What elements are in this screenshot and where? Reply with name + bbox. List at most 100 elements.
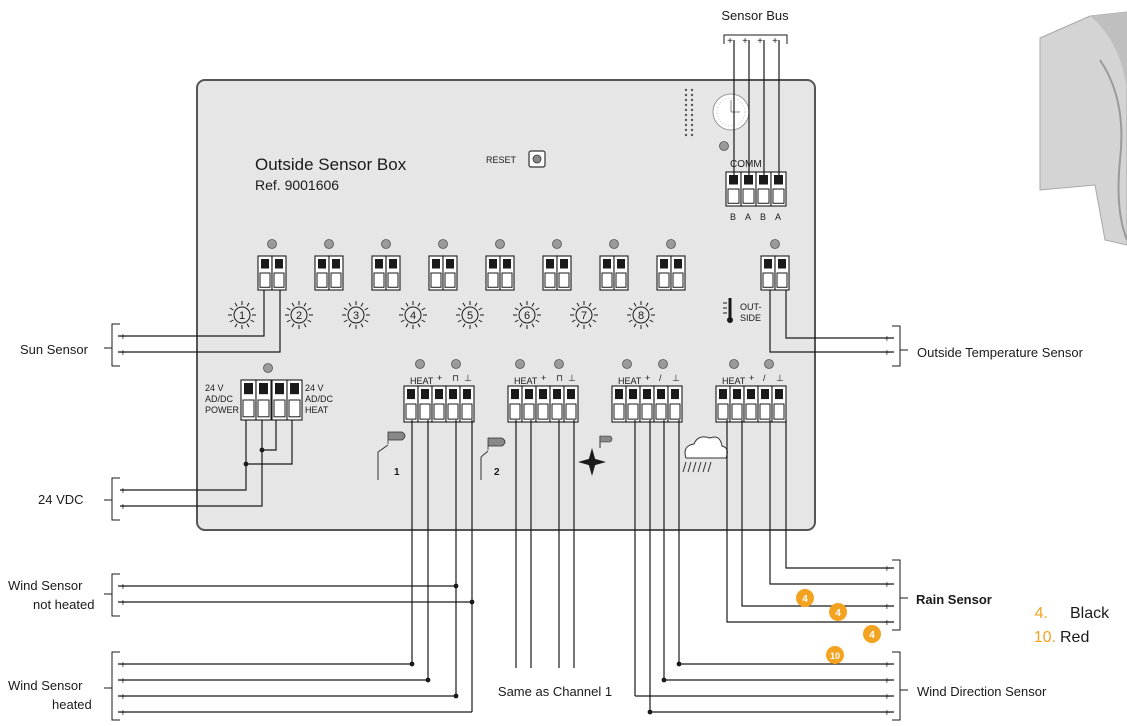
vent-dot xyxy=(684,93,688,97)
vent-dot xyxy=(690,98,694,102)
svg-text:+: + xyxy=(120,502,126,513)
channel-terminal-block xyxy=(428,255,458,291)
svg-text:+: + xyxy=(120,692,126,703)
heat-pin: + xyxy=(541,373,546,383)
channel-number: 6 xyxy=(524,310,530,322)
same-as-channel-label: Same as Channel 1 xyxy=(498,684,612,699)
channel-dial xyxy=(285,301,313,329)
wire-color-marker: 10 xyxy=(826,646,844,664)
channel-number: 4 xyxy=(410,310,416,322)
svg-text:+: + xyxy=(120,660,126,671)
heat-pin: + xyxy=(749,373,754,383)
comm-pin-label: B xyxy=(730,212,736,222)
led-indicator xyxy=(267,239,277,249)
outside-label: SIDE xyxy=(740,313,761,323)
wind-block-number: 2 xyxy=(494,467,500,478)
svg-text:4: 4 xyxy=(802,594,808,605)
svg-text:AD/DC: AD/DC xyxy=(205,394,234,404)
wind-block-number: 1 xyxy=(394,467,400,478)
svg-text:+: + xyxy=(884,692,890,703)
junction-dots xyxy=(647,661,682,715)
channel-number: 7 xyxy=(581,310,587,322)
channel-number: 2 xyxy=(296,310,302,322)
vent-dot xyxy=(684,88,688,92)
svg-text:+: + xyxy=(772,36,778,47)
vent-dot xyxy=(684,103,688,107)
svg-text:24 V: 24 V xyxy=(205,383,224,393)
heat-power-terminal-block xyxy=(271,379,303,421)
heat-label: HEAT xyxy=(410,376,434,386)
wind-heated-wires xyxy=(118,663,472,713)
heat-pin: ⊥ xyxy=(776,373,784,383)
led-indicator xyxy=(552,239,562,249)
led-indicator xyxy=(515,359,525,369)
svg-text:+: + xyxy=(120,486,126,497)
sensor-bus-wires xyxy=(733,40,780,180)
outside-label: OUT- xyxy=(740,302,762,312)
outside-temp-connector xyxy=(892,325,908,367)
wind-heated-label: Wind Sensor xyxy=(8,678,83,693)
wire-color-marker: 4 xyxy=(863,625,881,643)
wind-not-heated-connector xyxy=(104,573,120,617)
svg-text:+: + xyxy=(120,348,126,359)
vent-dot xyxy=(684,118,688,122)
channel-terminal-block xyxy=(599,255,629,291)
sensor-terminal-groups xyxy=(403,359,787,423)
power-label: 24 V AD/DC POWER xyxy=(205,383,240,415)
wind-heated-connector xyxy=(104,651,120,721)
junction-dots xyxy=(453,583,475,605)
led-indicator xyxy=(324,239,334,249)
svg-text:+: + xyxy=(742,36,748,47)
wind-direction-connector xyxy=(892,651,908,721)
svg-text:+: + xyxy=(884,708,890,719)
clock-icon xyxy=(712,93,750,131)
led-indicator xyxy=(666,239,676,249)
heat-pin: ⊥ xyxy=(464,373,472,383)
channel-terminal-block xyxy=(656,255,686,291)
vent-dot xyxy=(690,88,694,92)
wind-not-heated-wires xyxy=(118,585,472,603)
vent-dot xyxy=(690,128,694,132)
svg-text:4: 4 xyxy=(835,608,841,619)
comm-terminal-block xyxy=(725,171,787,207)
comm-pin-label: B xyxy=(760,212,766,222)
vent-dot xyxy=(690,113,694,117)
heat-pin: ⊓ xyxy=(452,373,459,383)
led-indicator xyxy=(609,239,619,249)
comm-pin-label: A xyxy=(775,212,781,222)
svg-text:+: + xyxy=(884,580,890,591)
rain-sensor-wires xyxy=(726,420,894,623)
wind-direction-label: Wind Direction Sensor xyxy=(917,684,1047,699)
legend-number: 4. xyxy=(1035,605,1048,622)
svg-text:POWER: POWER xyxy=(205,405,240,415)
vdc-label: 24 VDC xyxy=(38,492,84,507)
svg-text:+: + xyxy=(884,618,890,629)
led-indicator xyxy=(770,239,780,249)
reset-button xyxy=(528,150,546,168)
svg-text:+: + xyxy=(120,332,126,343)
wire-color-marker: 4 xyxy=(796,589,814,607)
led-indicator xyxy=(658,359,668,369)
svg-text:+: + xyxy=(727,36,733,47)
comm-label: COMM xyxy=(730,159,762,170)
power-terminals xyxy=(240,379,303,421)
svg-text:+: + xyxy=(884,660,890,671)
heat-label: HEAT xyxy=(618,376,642,386)
led-indicator xyxy=(729,359,739,369)
led-indicator xyxy=(719,141,729,151)
heat-pin: + xyxy=(437,373,442,383)
legend-text: Red xyxy=(1060,629,1089,646)
vent-dot xyxy=(684,133,688,137)
svg-text:HEAT: HEAT xyxy=(305,405,329,415)
channel-dial xyxy=(399,301,427,329)
box-title: Outside Sensor Box xyxy=(255,155,407,174)
channel-terminals xyxy=(257,239,790,291)
svg-text:24 V: 24 V xyxy=(305,383,324,393)
outside-terminal-block xyxy=(760,255,790,291)
vent-dot xyxy=(684,123,688,127)
heat-pin: ⊥ xyxy=(568,373,576,383)
vent-dots xyxy=(684,88,694,137)
outside-temp-label: Outside Temperature Sensor xyxy=(917,345,1084,360)
